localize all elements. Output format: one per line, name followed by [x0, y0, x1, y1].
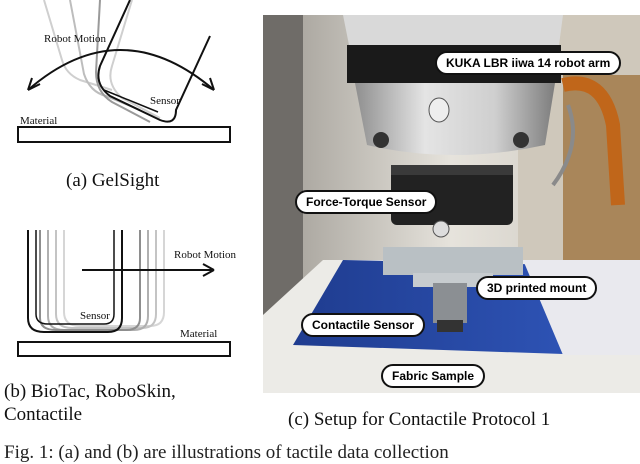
caption-a: (a) GelSight: [66, 170, 160, 191]
figure-caption: Fig. 1: (a) and (b) are illustrations of…: [4, 442, 449, 463]
caption-b-line2: Contactile: [4, 404, 83, 425]
biotac-robot-motion-label: Robot Motion: [174, 249, 237, 261]
biotac-diagram: Robot Motion Sensor Material: [17, 230, 237, 357]
label-fabric-sample: Fabric Sample: [381, 364, 486, 388]
setup-photo: KUKA LBR iiwa 14 robot arm Force-Torque …: [263, 15, 640, 393]
caption-c: (c) Setup for Contactile Protocol 1: [288, 409, 551, 430]
label-ft-sensor: Force-Torque Sensor: [295, 190, 438, 214]
biotac-sensor-label: Sensor: [80, 310, 110, 322]
gelsight-robot-motion-label: Robot Motion: [44, 33, 107, 45]
label-contactile-sensor: Contactile Sensor: [301, 313, 426, 337]
caption-b-line1: (b) BioTac, RoboSkin,: [4, 381, 176, 402]
label-mount: 3D printed mount: [476, 276, 598, 300]
gelsight-sensor-label: Sensor: [150, 95, 180, 107]
gelsight-diagram: Robot Motion Sensor Material: [17, 0, 231, 143]
biotac-material-label: Material: [180, 328, 217, 340]
gelsight-material-label: Material: [20, 115, 57, 127]
label-robot-arm: KUKA LBR iiwa 14 robot arm: [435, 51, 622, 75]
